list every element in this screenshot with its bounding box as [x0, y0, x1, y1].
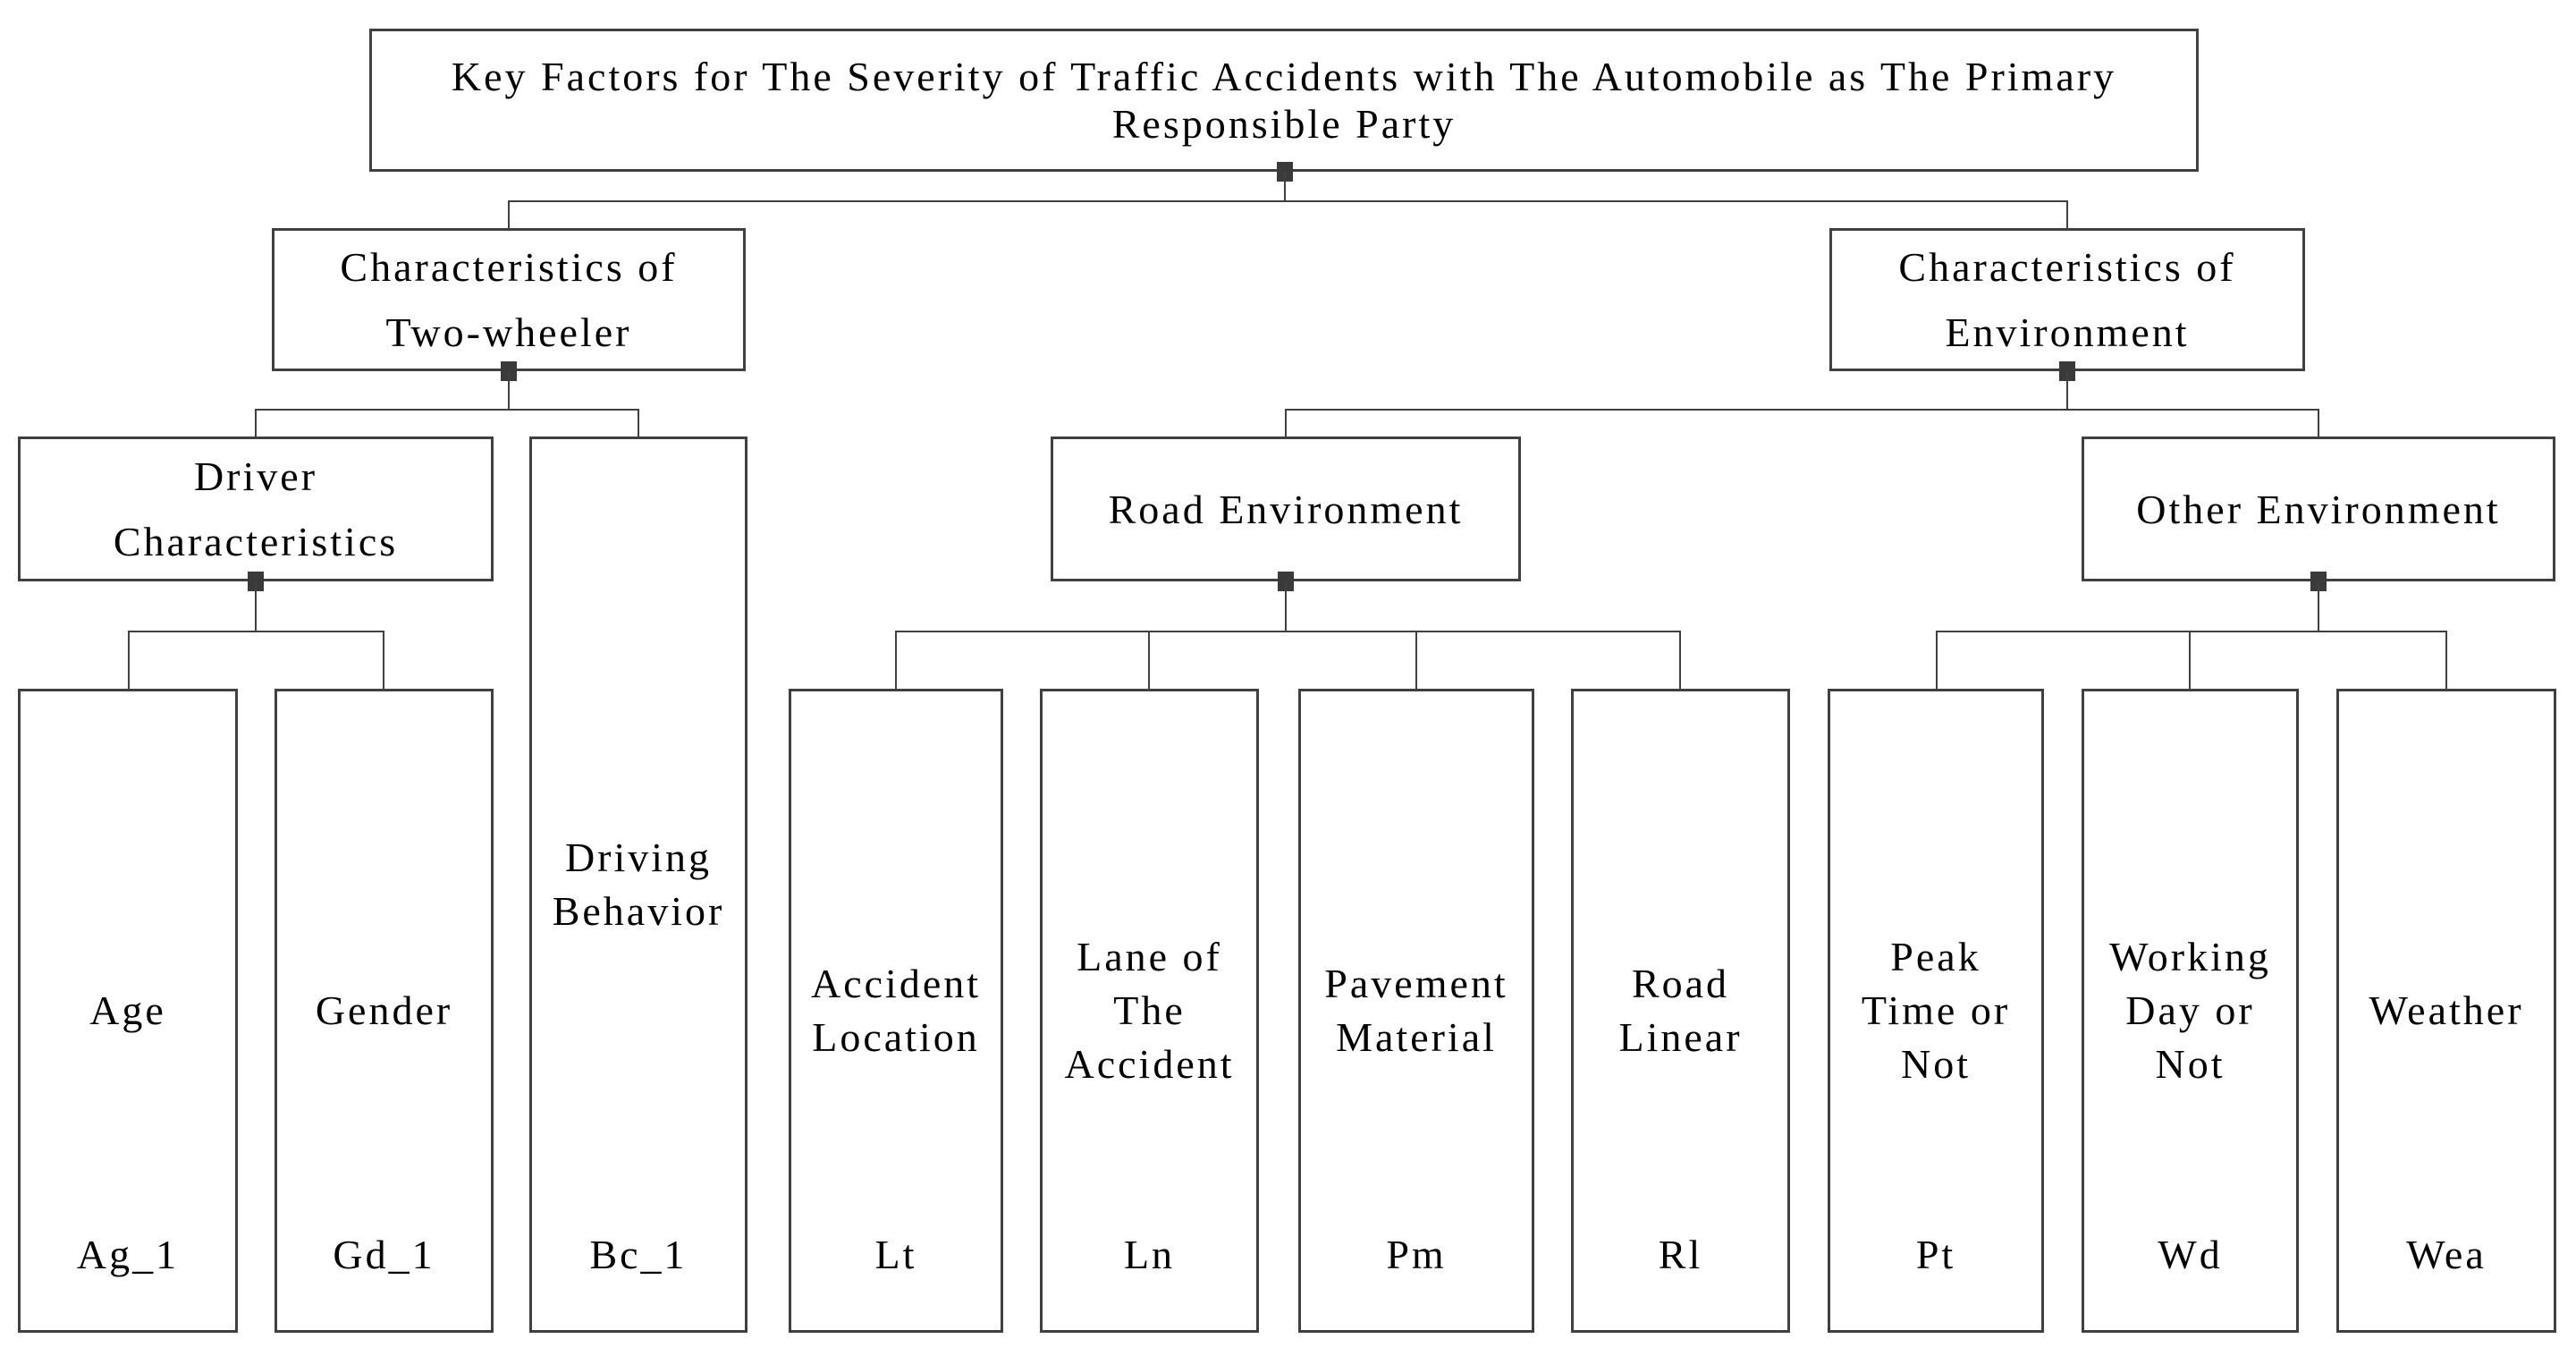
node-age-code: Ag_1 [76, 1232, 180, 1277]
node-road-environment: Road Environment [1051, 436, 1521, 581]
connector-line [255, 409, 257, 436]
connector-line [128, 631, 130, 689]
node-lane-of-accident-code: Ln [1123, 1232, 1176, 1277]
node-lane-of-accident: Lane of The Accident Ln [1040, 689, 1259, 1333]
connector-line [508, 200, 510, 228]
node-working-day-code: Wd [2158, 1232, 2223, 1277]
connector-line [2066, 371, 2068, 410]
node-peak-time: Peak Time or Not Pt [1828, 689, 2044, 1333]
node-pavement-material-label: Pavement Material [1324, 961, 1508, 1060]
connector-line [1679, 631, 1681, 689]
connector-line [508, 371, 510, 410]
connector-line [1148, 631, 1150, 689]
node-gender: Gender Gd_1 [274, 689, 494, 1333]
connector-line [895, 631, 897, 689]
node-road-linear-label: Road Linear [1618, 961, 1743, 1060]
node-road-linear: Road Linear Rl [1571, 689, 1790, 1333]
node-root: Key Factors for The Severity of Traffic … [369, 29, 2199, 172]
connector-line [1936, 631, 1938, 689]
connector-line [383, 631, 384, 689]
node-age: Age Ag_1 [18, 689, 238, 1333]
connector-line [1284, 172, 1286, 202]
connector-line [1285, 409, 2318, 411]
connector-line [1936, 631, 2446, 632]
node-road-linear-code: Rl [1658, 1232, 1703, 1277]
node-accident-location-code: Lt [874, 1232, 917, 1277]
node-lane-of-accident-label: Lane of The Accident [1064, 934, 1235, 1087]
node-other-environment: Other Environment [2082, 436, 2555, 581]
node-characteristics-environment-label: Characteristics of Environment [1898, 244, 2236, 355]
node-working-day: Working Day or Not Wd [2082, 689, 2299, 1333]
node-accident-location: Accident Location Lt [789, 689, 1003, 1333]
connector-line [1285, 581, 1287, 631]
connector-line [255, 581, 257, 632]
node-peak-time-label: Peak Time or Not [1861, 934, 2011, 1087]
node-root-label: Key Factors for The Severity of Traffic … [451, 54, 2117, 147]
connector-line [638, 409, 639, 436]
node-driving-behavior-code: Bc_1 [589, 1232, 688, 1277]
node-working-day-label: Working Day or Not [2109, 934, 2271, 1087]
connector-line [2066, 200, 2068, 228]
node-characteristics-two-wheeler-label: Characteristics of Two-wheeler [340, 244, 678, 355]
connector-line [508, 200, 2068, 202]
connector-line [1285, 409, 1287, 436]
connector-line [2445, 631, 2447, 689]
node-driving-behavior: Driving Behavior Bc_1 [529, 436, 747, 1333]
node-driver-characteristics-label: Driver Characteristics [113, 453, 399, 564]
node-weather-label: Weather [2369, 987, 2524, 1033]
node-pavement-material-code: Pm [1386, 1232, 1447, 1277]
node-age-label: Age [89, 987, 166, 1033]
node-characteristics-environment: Characteristics of Environment [1829, 228, 2305, 371]
node-weather-code: Wea [2406, 1232, 2487, 1277]
connector-line [2189, 631, 2191, 689]
node-weather: Weather Wea [2336, 689, 2556, 1333]
connector-line [895, 631, 1679, 632]
node-driving-behavior-label: Driving Behavior [552, 835, 725, 934]
node-peak-time-code: Pt [1915, 1232, 1956, 1277]
connector-line [2318, 409, 2319, 436]
node-pavement-material: Pavement Material Pm [1298, 689, 1534, 1333]
node-characteristics-two-wheeler: Characteristics of Two-wheeler [272, 228, 746, 371]
connector-line [255, 409, 638, 411]
connector-line [2318, 581, 2319, 631]
connector-line [1415, 631, 1417, 689]
node-gender-code: Gd_1 [333, 1232, 435, 1277]
node-other-environment-label: Other Environment [2136, 486, 2501, 532]
node-gender-label: Gender [315, 987, 453, 1033]
node-driver-characteristics: Driver Characteristics [18, 436, 494, 581]
node-accident-location-label: Accident Location [810, 961, 982, 1060]
connector-line [128, 631, 384, 632]
node-road-environment-label: Road Environment [1108, 486, 1464, 532]
